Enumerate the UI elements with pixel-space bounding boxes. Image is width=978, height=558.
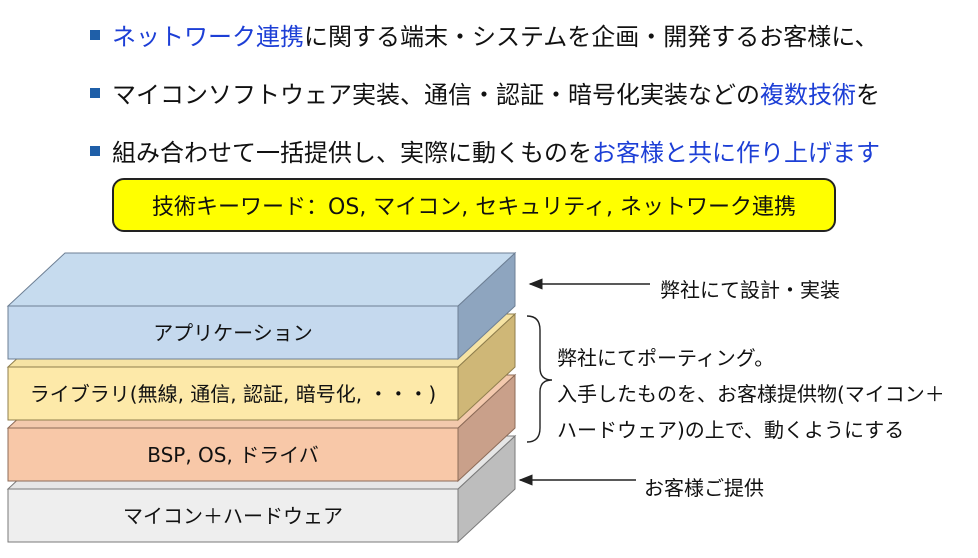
porting-line-1: 弊社にてポーティング。 — [557, 346, 775, 370]
library-label: ライブラリ(無線, 通信, 認証, 暗号化, ・・・) — [30, 382, 436, 406]
bullet-line-1: ネットワーク連携 に関する端末・システムを企画・開発するお客様に、 — [90, 14, 879, 54]
bullet-1-highlight: ネットワーク連携 — [112, 22, 304, 51]
bullet-marker — [90, 146, 100, 156]
keyword-text: 技術キーワード：OS, マイコン, セキュリティ, ネットワーク連携 — [152, 195, 796, 220]
bullet-2-text: マイコンソフトウェア実装、通信・認証・暗号化実装などの — [112, 80, 760, 109]
application-label: アプリケーション — [153, 321, 313, 345]
porting-annotation: 弊社にてポーティング。 入手したものを、お客様提供物(マイコン＋ ハードウェア)… — [557, 340, 945, 448]
bullet-line-3: 組み合わせて一括提供し、実際に動くものを お客様と共に作り上げます — [90, 130, 880, 170]
bullet-3-highlight: お客様と共に作り上げます — [592, 138, 880, 167]
bullet-marker — [90, 88, 100, 98]
bullet-2-highlight: 複数技術 — [760, 80, 856, 109]
bullet-3-text: 組み合わせて一括提供し、実際に動くものを — [112, 138, 592, 167]
bullet-1-text: に関する端末・システムを企画・開発するお客様に、 — [304, 22, 879, 51]
porting-line-2: 入手したものを、お客様提供物(マイコン＋ — [557, 382, 945, 406]
bullet-marker — [90, 30, 100, 40]
design-annotation: 弊社にて設計・実装 — [660, 278, 840, 302]
layer-application: アプリケーション — [6, 251, 517, 361]
porting-bracket — [526, 315, 553, 443]
keyword-box: 技術キーワード：OS, マイコン, セキュリティ, ネットワーク連携 — [112, 178, 836, 232]
porting-line-3: ハードウェア)の上で、動くようにする — [557, 418, 905, 442]
bsp-label: BSP, OS, ドライバ — [147, 443, 319, 467]
bullet-line-2: マイコンソフトウェア実装、通信・認証・暗号化実装などの 複数技術 を — [90, 72, 880, 112]
hardware-label: マイコン＋ハードウェア — [123, 504, 343, 528]
bullet-2-text-end: を — [856, 80, 880, 109]
customer-annotation: お客様ご提供 — [644, 476, 764, 500]
